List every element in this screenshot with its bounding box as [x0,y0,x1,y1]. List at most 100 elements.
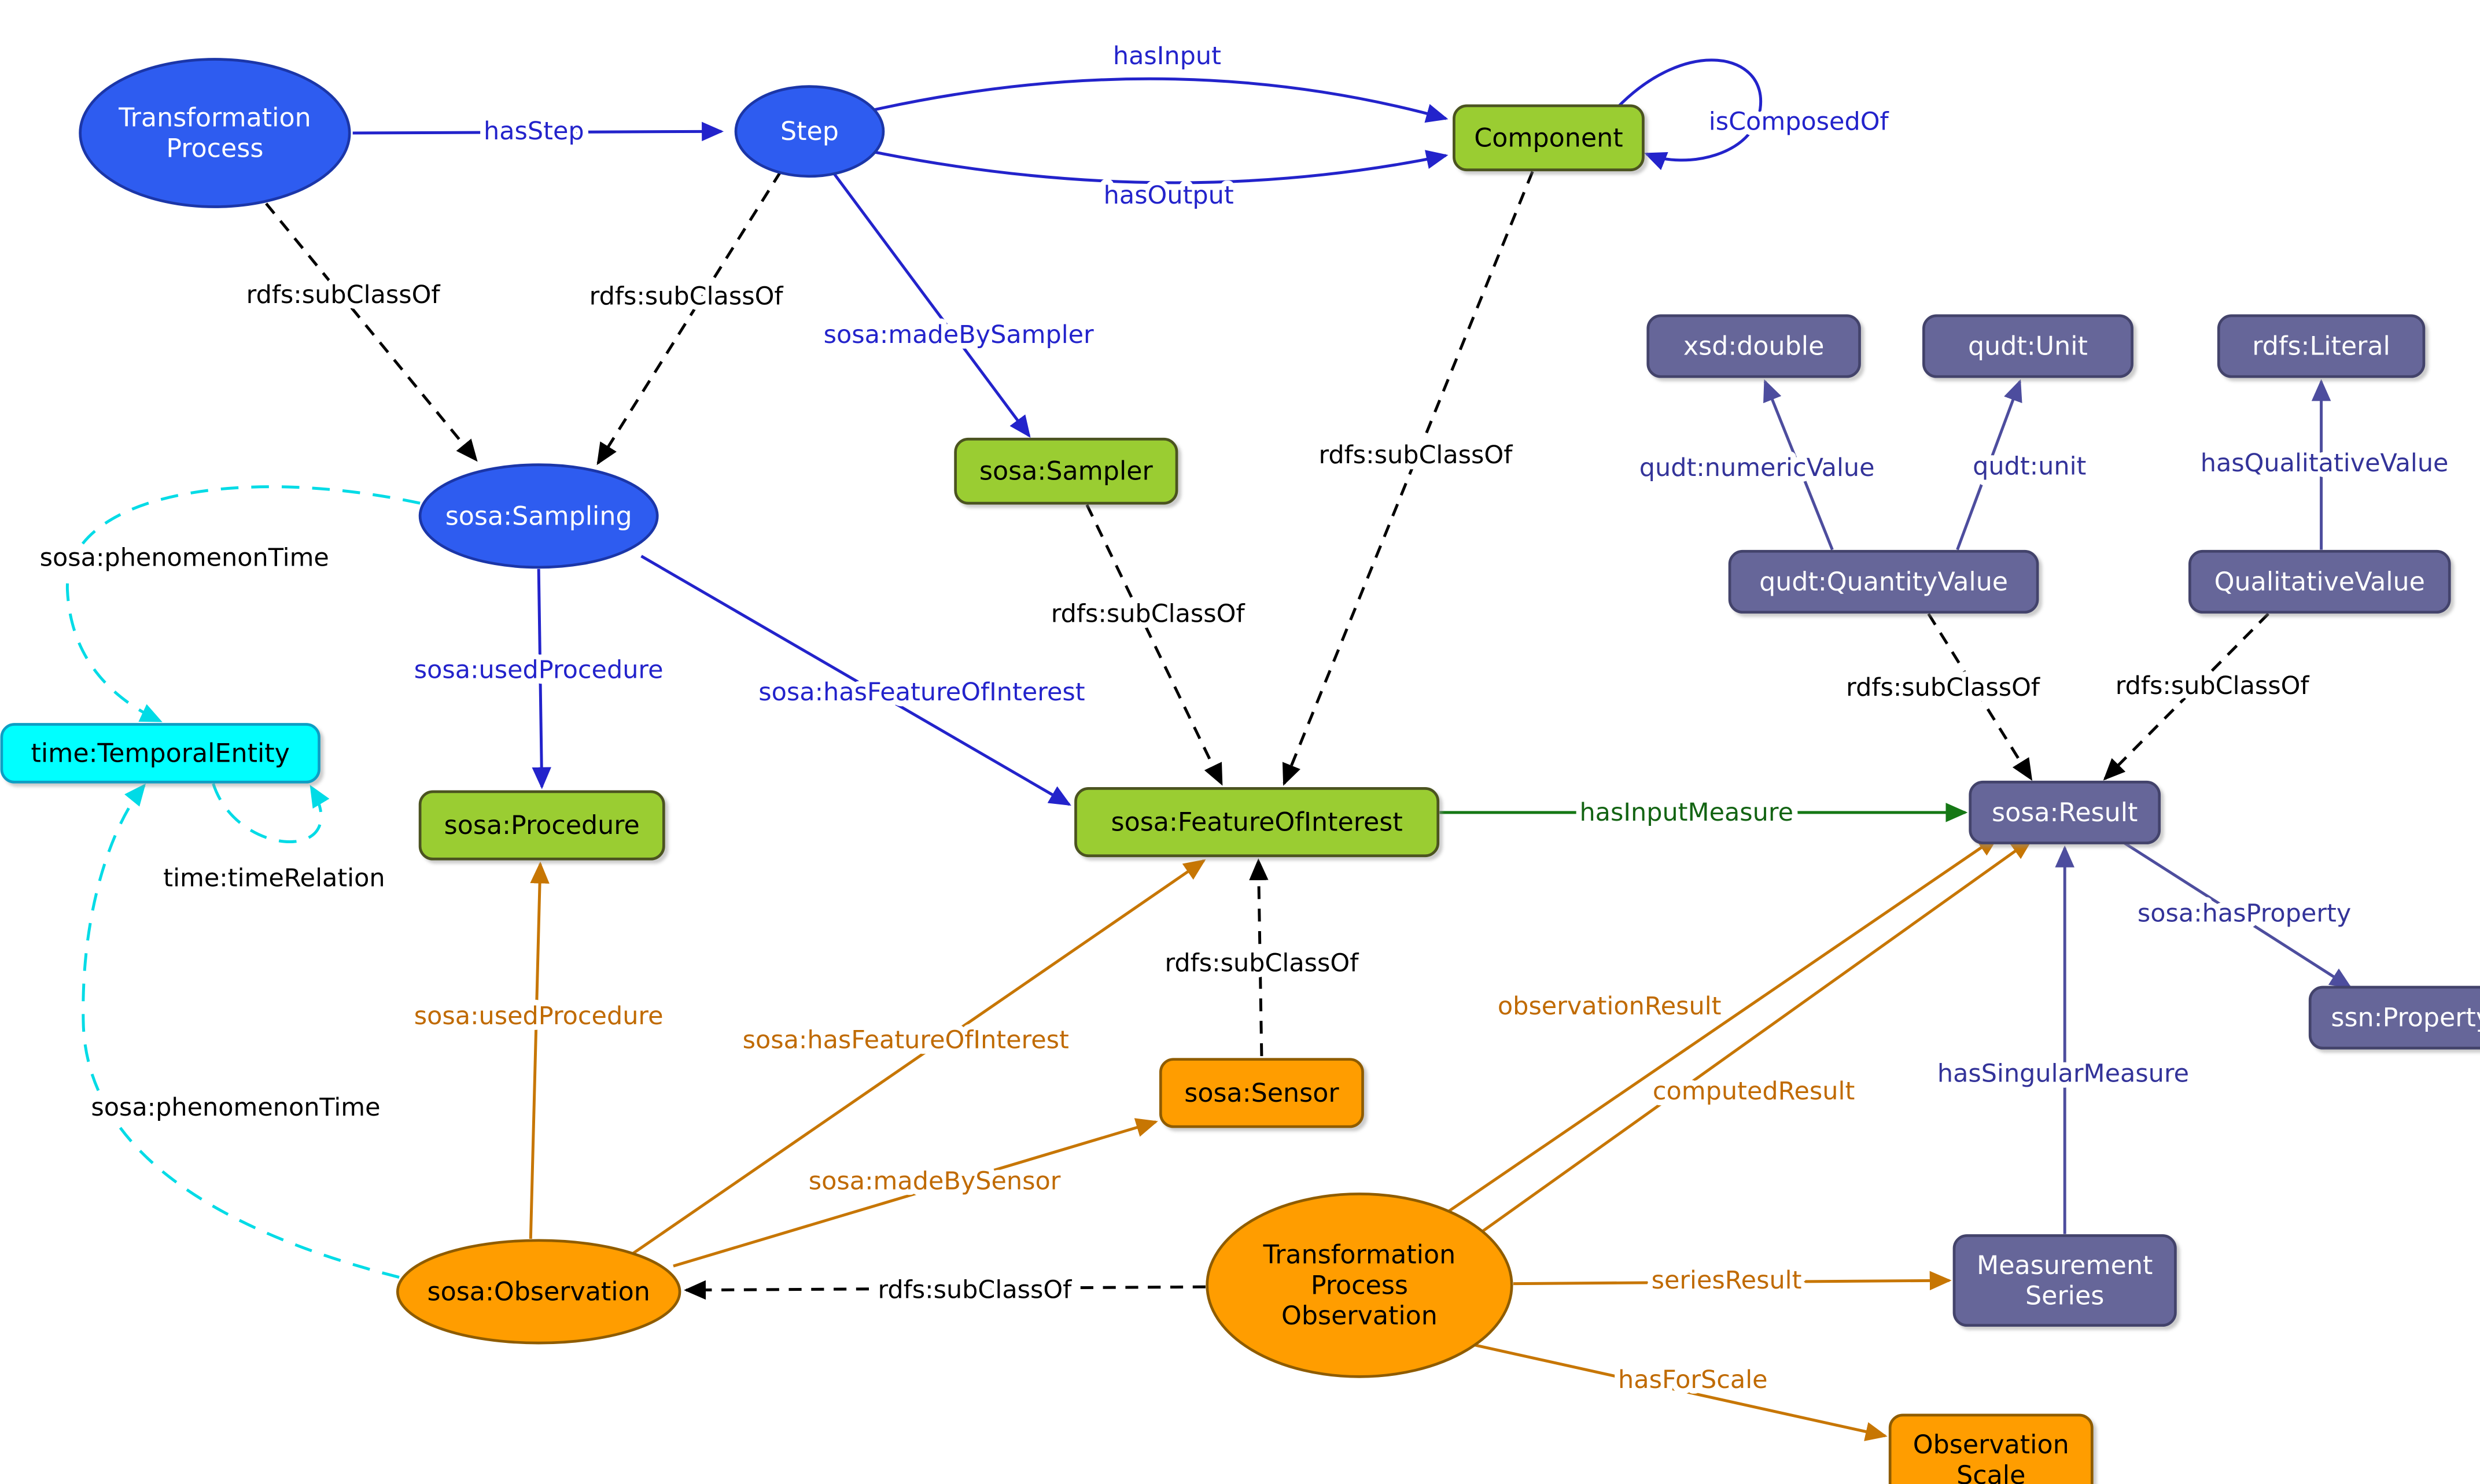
edge-used-procedure-observation: sosa:usedProcedure [408,861,669,1239]
node-shape-time-temporal-entity [0,723,320,784]
node-qudt-quantity-value: qudt:QuantityValue [1728,549,2039,614]
edge-label-series-result: seriesResult [1652,1266,1802,1295]
edge-has-singular-measure: hasSingularMeasure [1932,845,2195,1234]
node-label-sosa-procedure: sosa:Procedure [444,811,640,840]
edge-line-used-procedure-observation [529,861,550,1239]
edge-line-subclass-qualitative-value-result [2103,612,2269,781]
edge-line-has-input [870,77,1449,123]
edge-label-is-composed-of: isComposedOf [1709,108,1889,136]
edge-label-observation-result: observationResult [1498,992,1722,1021]
edge-label-has-input: hasInput [1113,42,1221,71]
edge-label-subclass-transformation-process-sampling: rdfs:subClassOf [246,280,441,309]
node-xsd-double: xsd:double [1646,314,1861,378]
node-time-temporal-entity: time:TemporalEntity [0,723,320,784]
node-shape-qualitative-value [2188,549,2451,614]
edge-label-has-for-scale: hasForScale [1618,1365,1768,1394]
edge-line-is-composed-of [1615,58,1763,171]
node-label-sosa-observation: sosa:Observation [427,1277,650,1306]
node-shape-measurement-series [1952,1234,2177,1327]
node-shape-transformation-process-observation [1206,1193,1513,1378]
node-shape-sosa-result [1969,780,2161,844]
edge-label-has-feature-of-interest-sampling: sosa:hasFeatureOfInterest [758,678,1085,707]
edge-label-made-by-sampler: sosa:madeBySampler [824,320,1094,349]
node-shape-sosa-procedure [418,790,665,861]
node-label-sosa-sampling: sosa:Sampling [445,501,632,531]
edge-used-procedure-sampling: sosa:usedProcedure [408,569,669,789]
node-shape-sosa-feature-of-interest [1074,787,1440,858]
node-label-sosa-sampler: sosa:Sampler [979,456,1154,486]
node-sosa-procedure: sosa:Procedure [418,790,665,861]
node-label-step: Step [780,117,839,146]
node-label-sosa-sensor: sosa:Sensor [1184,1078,1339,1108]
edge-has-qualitative-value: hasQualitativeValue [2195,379,2454,550]
node-label-qudt-unit: qudt:Unit [1968,331,2088,361]
node-sosa-feature-of-interest: sosa:FeatureOfInterest [1074,787,1440,858]
edge-qudt-numeric-value: qudt:numericValue [1634,379,1880,551]
edge-line-subclass-step-sampling [596,171,782,466]
edge-computed-result: computedResult [1475,838,2033,1237]
node-shape-observation-scale [1888,1413,2094,1484]
edge-series-result: seriesResult [1513,1260,1952,1301]
edge-qudt-unit-edge: qudt:unit [1956,379,2092,551]
edge-line-subclass-component-foi [1282,171,1534,786]
edge-label-used-procedure-sampling: sosa:usedProcedure [414,655,664,684]
edge-line-time-relation [212,783,330,843]
node-shape-sosa-observation [396,1239,681,1345]
edge-label-subclass-component-foi: rdfs:subClassOf [1319,441,1513,470]
node-sosa-sampler: sosa:Sampler [954,437,1178,505]
edge-has-step: hasStep [352,112,724,152]
node-qualitative-value: QualitativeValue [2188,549,2451,614]
edge-line-subclass-transformation-process-sampling [265,202,478,462]
edge-label-has-feature-of-interest-observation: sosa:hasFeatureOfInterest [743,1025,1069,1054]
edge-subclass-tpo-observation: rdfs:subClassOf [684,1270,1206,1310]
node-label-qudt-quantity-value: qudt:QuantityValue [1759,567,2008,596]
node-shape-sosa-sensor [1159,1058,1364,1128]
edge-label-has-input-measure: hasInputMeasure [1579,798,1793,827]
node-step: Step [734,85,885,178]
edge-made-by-sensor: sosa:madeBySensor [673,1118,1158,1268]
node-shape-step [734,85,885,178]
node-label-qualitative-value: QualitativeValue [2214,567,2425,596]
node-label-time-temporal-entity: time:TemporalEntity [31,739,289,768]
edge-label-subclass-quantity-value-result: rdfs:subClassOf [1846,673,2040,702]
edge-made-by-sampler: sosa:madeBySampler [818,172,1100,438]
edge-time-relation: time:timeRelation [158,783,390,898]
node-label-component: Component [1474,123,1623,153]
node-label-xsd-double: xsd:double [1683,331,1824,361]
edge-label-has-step: hasStep [484,117,584,146]
node-label-sosa-feature-of-interest: sosa:FeatureOfInterest [1111,807,1402,837]
edge-line-subclass-sensor-foi [1249,858,1269,1057]
edge-label-time-relation: time:timeRelation [163,864,385,893]
edge-observation-result: observationResult [1440,835,2000,1218]
node-shape-sosa-sampling [418,463,659,569]
edge-line-has-property [2118,838,2352,989]
edge-has-feature-of-interest-sampling: sosa:hasFeatureOfInterest [640,555,1090,806]
node-label-ssn-property: ssn:Property [2331,1003,2480,1032]
edge-subclass-sampler-foi: rdfs:subClassOf [1045,504,1251,786]
edge-line-used-procedure-sampling [532,569,551,789]
node-shape-ssn-property [2308,985,2480,1050]
edge-subclass-qualitative-value-result: rdfs:subClassOf [2103,612,2315,781]
node-component: Component [1453,104,1645,172]
node-label-sosa-result: sosa:Result [1992,798,2138,827]
edge-label-subclass-step-sampling: rdfs:subClassOf [589,282,784,311]
edge-subclass-quantity-value-result: rdfs:subClassOf [1840,612,2046,781]
edge-line-subclass-sampler-foi [1085,504,1223,786]
edge-has-feature-of-interest-observation: sosa:hasFeatureOfInterest [632,859,1206,1255]
node-label-rdfs-literal: rdfs:Literal [2252,331,2390,361]
edge-subclass-transformation-process-sampling: rdfs:subClassOf [241,202,478,462]
edge-line-has-feature-of-interest-sampling [640,555,1071,806]
edge-line-subclass-quantity-value-result [1927,612,2033,781]
edge-line-qudt-unit-edge [1956,379,2022,551]
edge-phenomenon-time-observation: sosa:phenomenonTime [82,783,400,1279]
edge-label-has-qualitative-value: hasQualitativeValue [2201,449,2449,478]
edge-label-phenomenon-time-observation: sosa:phenomenonTime [91,1093,380,1122]
edge-label-used-procedure-observation: sosa:usedProcedure [414,1002,664,1031]
